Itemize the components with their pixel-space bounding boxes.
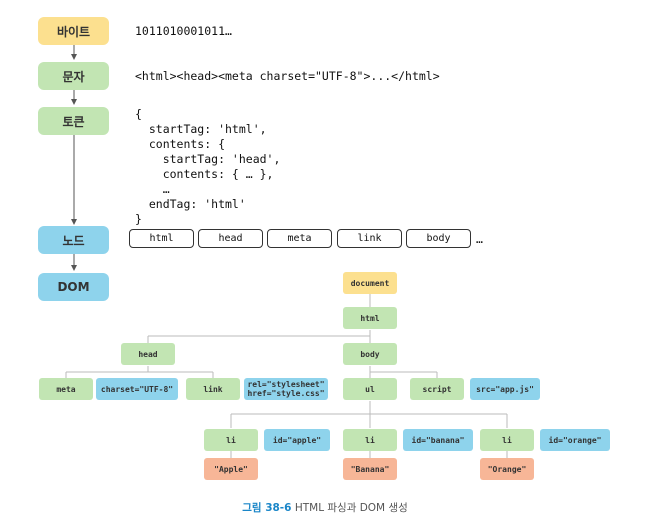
dom-tree-lines — [65, 294, 508, 458]
dom-text-orange: "Orange" — [480, 458, 534, 480]
dom-li-orange: li — [480, 429, 534, 451]
dom-script-attr: src="app.js" — [470, 378, 540, 400]
node-chip-html: html — [129, 229, 194, 248]
dom-meta: meta — [39, 378, 93, 400]
dom-li-apple: li — [204, 429, 258, 451]
dom-li-orange-attr: id="orange" — [540, 429, 610, 451]
dom-link-attr: rel="stylesheet" href="style.css" — [244, 378, 328, 400]
stage-dom: DOM — [38, 273, 109, 301]
dom-script: script — [410, 378, 464, 400]
dom-text-banana: "Banana" — [343, 458, 397, 480]
bytes-text: 1011010001011… — [135, 24, 232, 38]
dom-html: html — [343, 307, 397, 329]
node-ellipsis: … — [476, 232, 483, 246]
node-chip-body: body — [406, 229, 471, 248]
dom-text-apple: "Apple" — [204, 458, 258, 480]
stage-bytes: 바이트 — [38, 17, 109, 45]
stage-tokens: 토큰 — [38, 107, 109, 135]
stage-nodes: 노드 — [38, 226, 109, 254]
dom-body: body — [343, 343, 397, 365]
dom-meta-attr: charset="UTF-8" — [96, 378, 178, 400]
node-chip-meta: meta — [267, 229, 332, 248]
caption-title: HTML 파싱과 DOM 생성 — [294, 502, 408, 514]
dom-ul: ul — [343, 378, 397, 400]
dom-document: document — [343, 272, 397, 294]
dom-head: head — [121, 343, 175, 365]
caption-number: 그림 38-6 — [242, 502, 292, 514]
dom-li-banana-attr: id="banana" — [403, 429, 473, 451]
stage-characters: 문자 — [38, 62, 109, 90]
node-chip-head: head — [198, 229, 263, 248]
dom-li-apple-attr: id="apple" — [264, 429, 330, 451]
figure-caption: 그림 38-6 HTML 파싱과 DOM 생성 — [0, 500, 650, 515]
characters-text: <html><head><meta charset="UTF-8">...</h… — [135, 69, 440, 83]
dom-link: link — [186, 378, 240, 400]
dom-li-banana: li — [343, 429, 397, 451]
node-chip-link: link — [337, 229, 402, 248]
tokens-text: { startTag: 'html', contents: { startTag… — [135, 107, 281, 226]
